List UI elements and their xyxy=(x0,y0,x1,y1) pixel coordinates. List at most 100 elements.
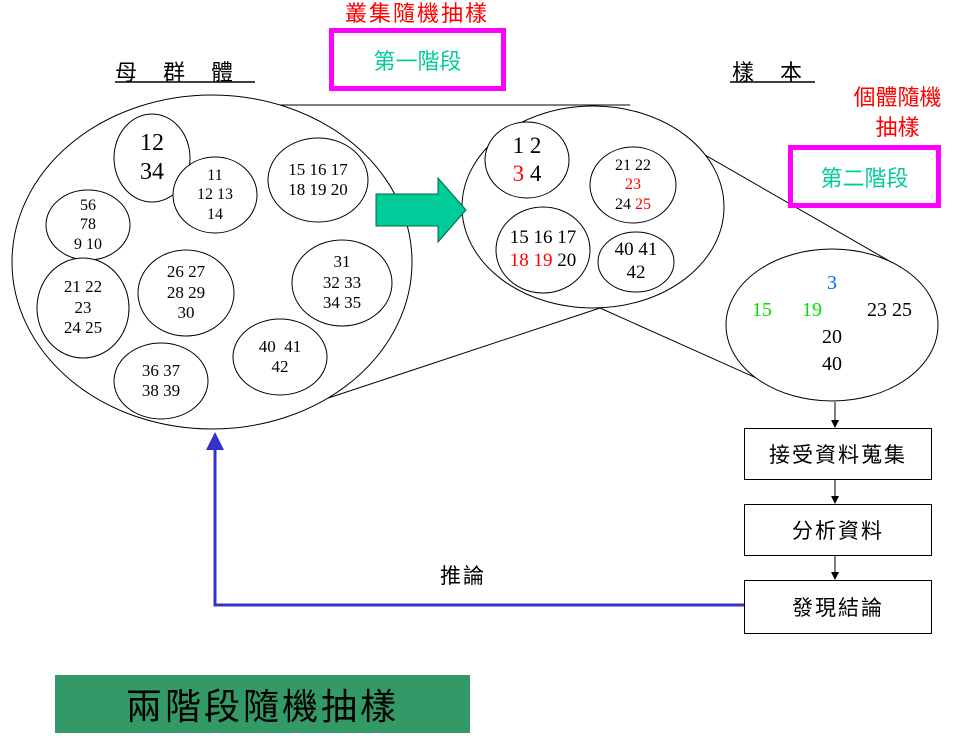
cluster-line: 3 4 xyxy=(513,160,542,188)
stage1-box: 第一階段 xyxy=(329,28,506,91)
cluster-number: 36 37 xyxy=(141,360,181,380)
cluster-line: 12 xyxy=(140,129,164,158)
cluster-number: 31 xyxy=(333,252,351,272)
cluster-number: 12 13 xyxy=(197,186,233,204)
cluster-number: 12 xyxy=(140,130,164,157)
cluster-line: 31 xyxy=(334,252,351,272)
population-cluster-circle xyxy=(137,249,235,337)
cluster-line: 38 39 xyxy=(142,381,180,401)
cluster-line: 15 16 17 xyxy=(510,227,577,250)
sample-value: 15 xyxy=(752,299,772,321)
sample-value: 20 xyxy=(822,326,842,348)
green-arrow-icon xyxy=(375,176,467,244)
cluster-line: 14 xyxy=(207,205,223,224)
cluster-line: 15 16 17 xyxy=(288,160,348,180)
cluster-number: 24 xyxy=(615,195,635,213)
cluster-number: 18 19 20 xyxy=(288,180,348,199)
population-cluster-circle xyxy=(267,137,369,223)
cluster-number: 23 xyxy=(625,176,641,194)
cluster-line: 21 22 xyxy=(615,156,651,175)
cluster-number: 1 2 xyxy=(512,133,542,159)
cluster-number: 9 10 xyxy=(74,235,102,253)
stage2-method-line1: 個體隨機 xyxy=(853,86,942,111)
selected-cluster-circle xyxy=(484,121,570,199)
cluster-number: 38 39 xyxy=(141,381,181,400)
stage2-label: 第二階段 xyxy=(820,166,909,192)
cluster-line: 21 22 xyxy=(64,277,102,297)
cluster-line: 18 19 20 xyxy=(288,180,348,200)
cluster-line: 36 37 xyxy=(142,361,180,381)
cluster-number: 40 41 xyxy=(614,239,658,261)
cluster-line: 78 xyxy=(80,215,96,234)
cluster-number: 21 22 xyxy=(615,157,651,175)
cluster-line: 23 xyxy=(625,175,641,194)
sample-title: 樣 本 xyxy=(732,61,805,86)
stage1-label: 第一階段 xyxy=(373,49,462,75)
cluster-line: 23 xyxy=(75,298,92,318)
cluster-number: 28 29 xyxy=(166,282,206,302)
inference-arrow xyxy=(206,432,744,607)
cluster-number: 20 xyxy=(552,250,577,271)
stage2-method: 個體隨機 抽樣 xyxy=(840,84,955,144)
sample-values: 3 15 19 23 25 20 40 xyxy=(726,270,938,378)
cluster-line: 40 41 xyxy=(259,337,302,357)
cluster-line: 40 41 xyxy=(615,239,658,262)
population-cluster-circle xyxy=(291,239,393,327)
flow-step-collect: 接受資料蒐集 xyxy=(744,428,932,480)
cluster-number: 34 35 xyxy=(322,293,362,313)
stage1-method: 叢集隨機抽樣 xyxy=(345,2,490,27)
sample-value: 40 xyxy=(822,353,842,375)
cluster-line: 9 10 xyxy=(74,235,102,254)
population-cluster-circle xyxy=(36,257,130,359)
title-banner: 兩階段隨機抽樣 xyxy=(55,675,470,733)
stage2-box: 第二階段 xyxy=(788,145,941,208)
selected-cluster-circle xyxy=(589,146,677,224)
cluster-line: 1 2 xyxy=(513,132,542,160)
cluster-number: 14 xyxy=(207,205,223,223)
cluster-line: 24 25 xyxy=(615,195,651,214)
stage2-method-line2: 抽樣 xyxy=(875,116,920,141)
cluster-number: 15 16 17 xyxy=(509,227,577,249)
population-cluster-circle xyxy=(172,156,258,234)
cluster-number: 56 xyxy=(80,197,96,215)
cluster-line: 12 13 xyxy=(197,185,233,204)
cluster-number: 32 33 xyxy=(322,272,362,292)
population-cluster-circle xyxy=(113,342,209,420)
selected-cluster-circle xyxy=(495,206,591,294)
cluster-number: 3 xyxy=(512,161,525,186)
population-cluster-circle xyxy=(113,113,191,203)
cluster-number: 40 41 xyxy=(258,336,302,356)
sample-value: 19 xyxy=(802,299,822,321)
cluster-number: 23 xyxy=(74,297,92,317)
population-cluster-circle xyxy=(232,318,328,396)
cluster-line: 11 xyxy=(207,166,222,185)
cluster-number: 34 xyxy=(140,159,164,185)
cluster-line: 24 25 xyxy=(64,318,102,338)
cluster-line: 42 xyxy=(627,262,646,285)
cluster-line: 30 xyxy=(178,303,195,323)
cluster-number: 42 xyxy=(271,357,289,376)
cluster-line: 34 xyxy=(140,158,164,187)
flow-step-analyze: 分析資料 xyxy=(744,504,932,556)
cluster-number: 18 19 xyxy=(509,250,553,271)
cluster-line: 18 19 20 xyxy=(510,250,577,273)
cluster-line: 32 33 xyxy=(323,273,361,293)
sample-value: 3 xyxy=(827,272,837,294)
cluster-number: 78 xyxy=(80,216,96,234)
cluster-line: 28 29 xyxy=(167,283,205,303)
cluster-number: 4 xyxy=(524,161,542,186)
flow-step-conclude: 發現結論 xyxy=(744,580,932,634)
cluster-number: 42 xyxy=(626,262,646,283)
